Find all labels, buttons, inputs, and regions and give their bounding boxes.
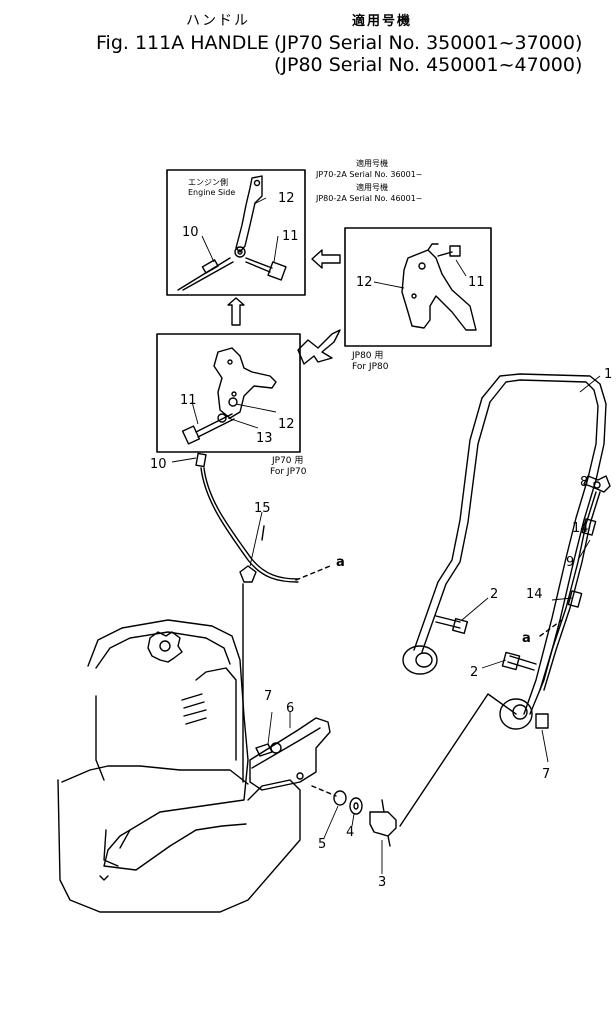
callout-7-left: 7 (264, 689, 272, 704)
callout-2-upper: 2 (490, 587, 498, 602)
engine-side-bracket (235, 175, 263, 253)
jp80-bracket-plate (401, 249, 477, 331)
ref-a-upper: a (336, 555, 345, 570)
callout-11-jp80: 11 (468, 275, 485, 290)
header-jp-applicable: 適用号機 (352, 14, 413, 29)
mount-3 (369, 811, 397, 837)
arrow-jp70-jp80 (297, 329, 341, 365)
callout-1: 1 (604, 367, 612, 382)
callout-4: 4 (346, 825, 354, 840)
washer-4 (349, 797, 363, 815)
engine-side-bolt (245, 257, 273, 269)
fuel-cap (147, 631, 183, 663)
serial-line-2: (JP80 Serial No. 450001~47000) (274, 54, 583, 76)
figure-title: Fig. 111A HANDLE (96, 32, 269, 54)
applicable-jp-2: 適用号機 (356, 182, 388, 192)
applicable-jp-1: 適用号機 (356, 158, 388, 168)
jp80-label-en: For JP80 (352, 362, 389, 372)
handle-left-roller (402, 645, 438, 675)
jp80-label-jp: JP80 用 (351, 350, 383, 361)
callout-12-engine: 12 (278, 191, 295, 206)
callout-11-jp70: 11 (180, 393, 197, 408)
jp70-label-en: For JP70 (270, 467, 307, 477)
inset-jp80-frame (344, 227, 492, 347)
ref-a-lower: a (522, 631, 531, 646)
engine-side-en: Engine Side (188, 188, 235, 197)
callout-9: 9 (566, 555, 574, 570)
callout-5: 5 (318, 837, 326, 852)
engine-side-jp: エンジン側 (188, 177, 228, 187)
callout-12-jp80: 12 (356, 275, 373, 290)
callout-2-lower: 2 (470, 665, 478, 680)
callout-3: 3 (378, 875, 386, 890)
callout-14-lower: 14 (526, 587, 543, 602)
inset-engine-side-frame (166, 169, 306, 296)
handle-right-roller (499, 698, 533, 730)
jp70-label-jp: JP70 用 (271, 455, 303, 466)
serial-jp70-2a: JP70-2A Serial No. 36001~ (315, 170, 423, 179)
jp70-bracket-plate (213, 347, 277, 419)
throttle-cable (200, 467, 299, 583)
engine-shroud (87, 619, 249, 871)
handle-bracket (249, 717, 331, 791)
callout-6: 6 (286, 701, 294, 716)
callout-8: 8 (580, 475, 588, 490)
callout-15: 15 (254, 501, 271, 516)
engine-side-cable (177, 257, 231, 291)
callout-7-right: 7 (542, 767, 550, 782)
cable-clamp (239, 565, 257, 583)
callout-11-engine: 11 (282, 229, 299, 244)
arrow-engine-jp80 (311, 249, 341, 269)
callout-10-inset: 10 (182, 225, 199, 240)
handle-cable (539, 491, 597, 691)
header-jp-title: ハンドル (186, 13, 250, 29)
serial-line-1: (JP70 Serial No. 350001~37000) (274, 32, 583, 54)
arrow-up-engine (227, 297, 245, 326)
throttle-lever (583, 475, 611, 493)
callout-12-jp70: 12 (278, 417, 295, 432)
callout-10-main: 10 (150, 457, 167, 472)
serial-jp80-2a: JP80-2A Serial No. 46001~ (315, 194, 423, 203)
machine-base (57, 779, 301, 913)
nut-5 (333, 790, 347, 806)
inset-jp70-frame (156, 333, 301, 453)
callout-13: 13 (256, 431, 273, 446)
callout-14-upper: 14 (572, 521, 589, 536)
